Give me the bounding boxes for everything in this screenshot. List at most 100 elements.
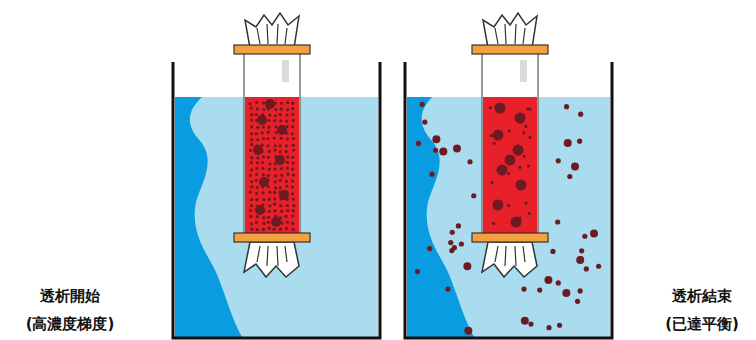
particle — [596, 264, 601, 269]
particle — [292, 204, 295, 207]
particle — [256, 186, 259, 189]
particle — [528, 136, 531, 139]
particle — [584, 266, 589, 271]
particle — [256, 138, 259, 141]
particle — [273, 191, 276, 194]
particle — [450, 230, 455, 235]
particle — [285, 180, 288, 183]
particle — [285, 150, 288, 153]
particle — [564, 104, 569, 109]
particle — [250, 125, 253, 128]
particle — [250, 143, 253, 146]
particle — [273, 209, 276, 212]
particle — [274, 114, 277, 117]
particle — [268, 167, 271, 170]
particle — [262, 155, 265, 158]
particle — [268, 210, 271, 213]
particle — [274, 108, 277, 111]
particle — [286, 108, 289, 111]
particle — [286, 113, 289, 116]
particle — [286, 161, 289, 164]
particle — [249, 215, 252, 218]
particle — [256, 228, 259, 231]
particle — [459, 241, 464, 246]
particle — [250, 113, 253, 116]
particle — [582, 234, 587, 239]
particle — [445, 287, 450, 292]
beaker-end — [405, 13, 612, 338]
particle — [292, 198, 295, 201]
particle — [291, 167, 294, 170]
particle — [274, 144, 277, 147]
particle — [456, 223, 461, 228]
particle — [518, 120, 521, 123]
particle — [255, 205, 265, 215]
particle — [291, 192, 294, 195]
particle — [495, 103, 506, 114]
particle — [268, 162, 271, 165]
particle — [575, 299, 580, 304]
particle — [291, 132, 294, 135]
particle — [429, 172, 434, 177]
particle — [546, 325, 551, 330]
particle — [285, 185, 288, 188]
particle — [267, 119, 270, 122]
particle — [277, 125, 287, 135]
particle — [250, 185, 253, 188]
particle — [448, 240, 453, 245]
particle — [266, 137, 269, 140]
particle — [255, 113, 258, 116]
particle — [557, 323, 562, 328]
particle — [521, 287, 526, 292]
beaker-start — [173, 13, 380, 338]
particle — [493, 130, 504, 141]
particle — [286, 172, 289, 175]
stage-note: (已達平衡) — [665, 315, 739, 333]
particle — [495, 104, 498, 107]
particle — [273, 197, 276, 200]
particle — [256, 215, 259, 218]
particle — [291, 102, 294, 105]
particle — [491, 181, 494, 184]
particle — [555, 219, 560, 224]
particle — [556, 158, 561, 163]
particle — [578, 112, 583, 117]
particle — [493, 142, 496, 145]
particle — [250, 107, 253, 110]
particle — [255, 167, 258, 170]
particle — [262, 125, 265, 128]
particle — [467, 159, 472, 164]
particle — [508, 129, 511, 132]
particle — [262, 101, 265, 104]
particle — [528, 321, 533, 326]
particle — [590, 230, 598, 238]
particle — [515, 113, 526, 124]
particle — [528, 108, 531, 111]
particle — [505, 155, 516, 166]
particle — [262, 216, 265, 219]
particle — [286, 221, 289, 224]
particle — [249, 191, 252, 194]
particle — [578, 288, 583, 293]
particle — [267, 216, 270, 219]
particle — [280, 210, 283, 213]
particle — [427, 246, 432, 251]
particle — [268, 198, 271, 201]
particle — [248, 102, 251, 105]
particle — [262, 198, 265, 201]
particle — [280, 137, 283, 140]
particle — [521, 317, 529, 325]
particle — [522, 131, 525, 134]
particle — [278, 144, 281, 147]
particle — [291, 179, 294, 182]
particle — [261, 161, 264, 164]
particle — [577, 139, 582, 144]
particle — [544, 276, 552, 284]
particle — [273, 148, 276, 151]
particle — [262, 228, 265, 231]
particle — [420, 102, 425, 107]
particle — [433, 148, 438, 153]
particle — [267, 156, 270, 159]
